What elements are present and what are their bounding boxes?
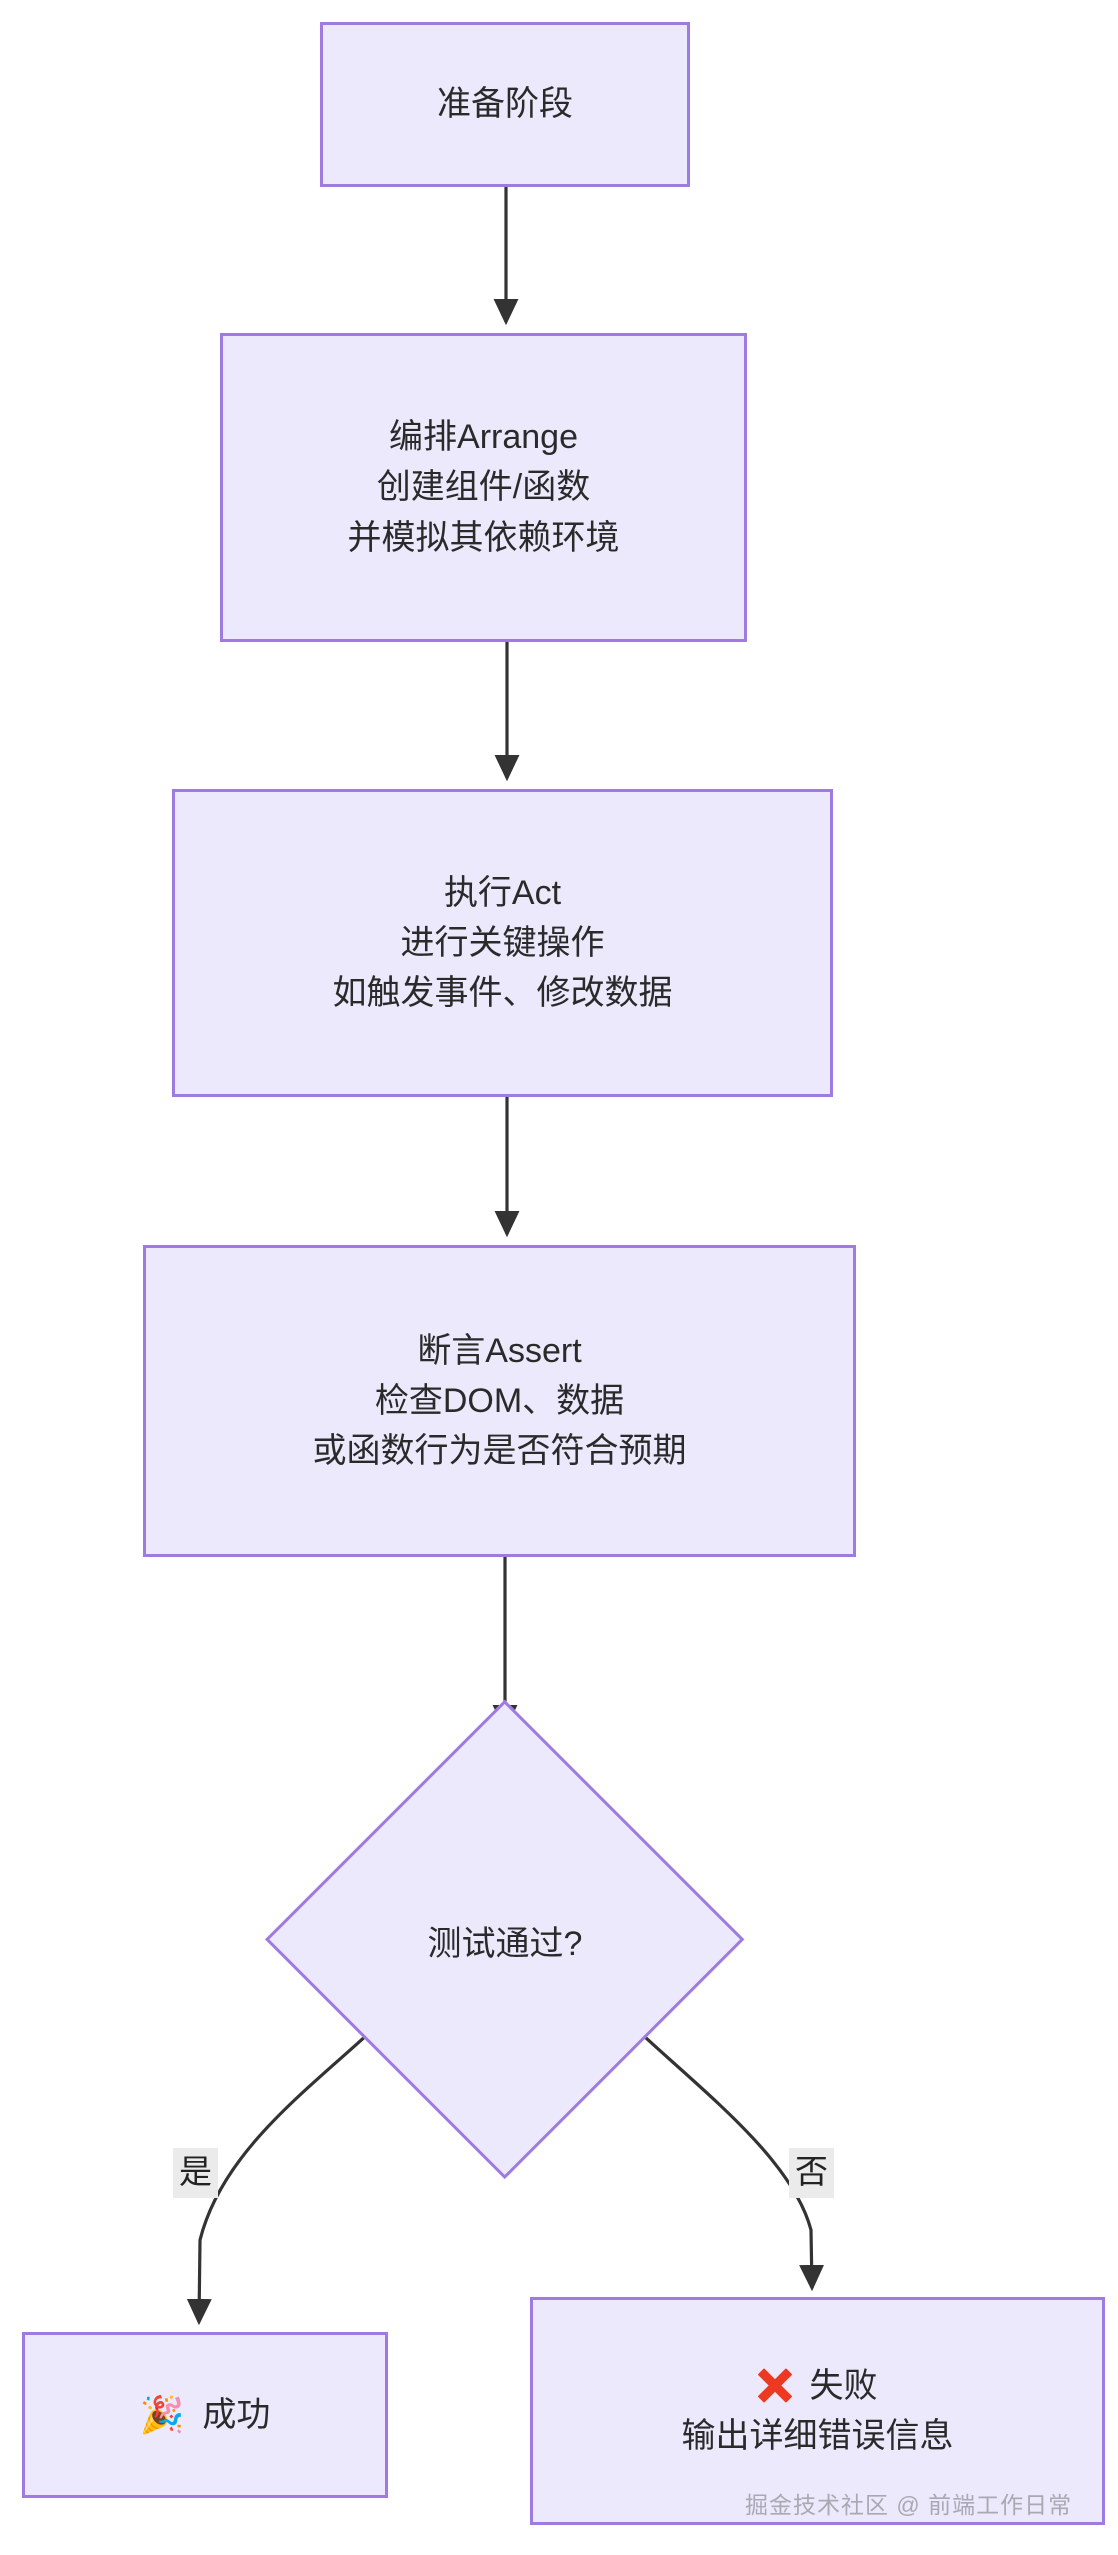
node-prepare[interactable]: 准备阶段 <box>320 22 690 187</box>
node-arrange-line-3: 并模拟其依赖环境 <box>347 518 620 557</box>
node-failure-title: 失败 <box>758 2361 878 2411</box>
node-failure-label: 失败 <box>809 2366 878 2405</box>
node-success-label: 成功 <box>202 2395 271 2434</box>
node-assert[interactable]: 断言Assert 检查DOM、数据 或函数行为是否符合预期 <box>143 1245 856 1557</box>
node-arrange[interactable]: 编排Arrange 创建组件/函数 并模拟其依赖环境 <box>220 333 747 642</box>
node-arrange-line-2: 创建组件/函数 <box>376 468 591 507</box>
node-act-line-3: 如触发事件、修改数据 <box>332 974 673 1013</box>
node-failure-detail: 输出详细错误信息 <box>681 2417 954 2455</box>
node-act-line-2: 进行关键操作 <box>400 923 605 962</box>
node-prepare-line-1: 准备阶段 <box>437 85 573 124</box>
cross-mark-icon <box>758 2369 792 2403</box>
edge-label-no: 否 <box>789 2148 834 2198</box>
node-assert-line-3: 或函数行为是否符合预期 <box>312 1432 687 1471</box>
watermark: 掘金技术社区 @ 前端工作日常 <box>745 2492 1073 2518</box>
edge-label-yes: 是 <box>173 2148 218 2198</box>
node-success[interactable]: 🎉 成功 <box>22 2332 388 2498</box>
node-success-content: 🎉 成功 <box>140 2390 271 2440</box>
party-popper-icon: 🎉 <box>139 2394 185 2435</box>
node-assert-line-2: 检查DOM、数据 <box>374 1381 625 1420</box>
node-arrange-line-1: 编排Arrange <box>389 418 578 457</box>
node-decision[interactable]: 测试通过? <box>265 1700 745 2180</box>
node-act-line-1: 执行Act <box>443 873 562 912</box>
node-failure[interactable]: 失败 输出详细错误信息 <box>530 2297 1105 2525</box>
node-assert-line-1: 断言Assert <box>417 1331 582 1370</box>
node-decision-label: 测试通过? <box>427 1924 583 1963</box>
node-act[interactable]: 执行Act 进行关键操作 如触发事件、修改数据 <box>172 789 833 1097</box>
